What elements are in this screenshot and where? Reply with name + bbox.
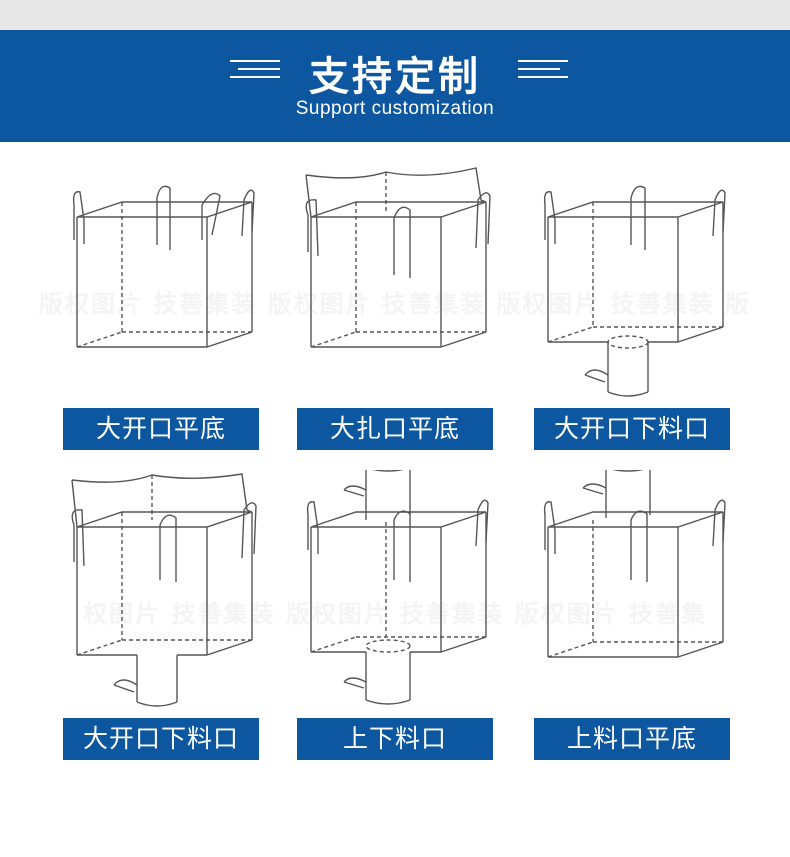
product-label: 上料口平底 (534, 718, 730, 760)
product-card-fill-spout-discharge-spout[interactable]: 上下料口 (276, 470, 514, 770)
product-label: 大开口平底 (63, 408, 259, 450)
bag-illustration (71, 473, 257, 707)
top-strip (0, 0, 790, 30)
product-label: 大开口下料口 (63, 718, 259, 760)
header-banner: 支持定制 Support customization (0, 30, 790, 142)
product-card-skirt-top-discharge-spout[interactable]: 大开口下料口 (42, 470, 280, 770)
product-card-fill-spout-flat-bottom[interactable]: 上料口平底 (513, 470, 751, 770)
bag-illustration (306, 470, 489, 705)
bag-illustration (305, 167, 491, 348)
page-title: 支持定制 (309, 54, 481, 100)
product-card-open-top-discharge-spout[interactable]: 大开口下料口 (513, 160, 751, 460)
right-decoration-lines (518, 60, 568, 84)
bag-illustration (543, 185, 726, 397)
page-subtitle: Support customization (295, 98, 495, 119)
product-label: 上下料口 (297, 718, 493, 760)
bag-illustration (72, 185, 255, 348)
product-label: 大扎口平底 (297, 408, 493, 450)
watermark-row-2: 权图片 技善集装 版权图片 技善集装 版权图片 技善集 (83, 600, 707, 628)
bag-illustration (543, 470, 726, 658)
left-decoration-lines (230, 60, 280, 84)
product-label: 大开口下料口 (534, 408, 730, 450)
product-card-skirt-top-flat-bottom[interactable]: 大扎口平底 (276, 160, 514, 460)
watermark-row-1: 版权图片 技善集装 版权图片 技善集装 版权图片 技善集装 版 (38, 290, 752, 318)
product-card-open-top-flat-bottom[interactable]: 大开口平底 (42, 160, 280, 460)
